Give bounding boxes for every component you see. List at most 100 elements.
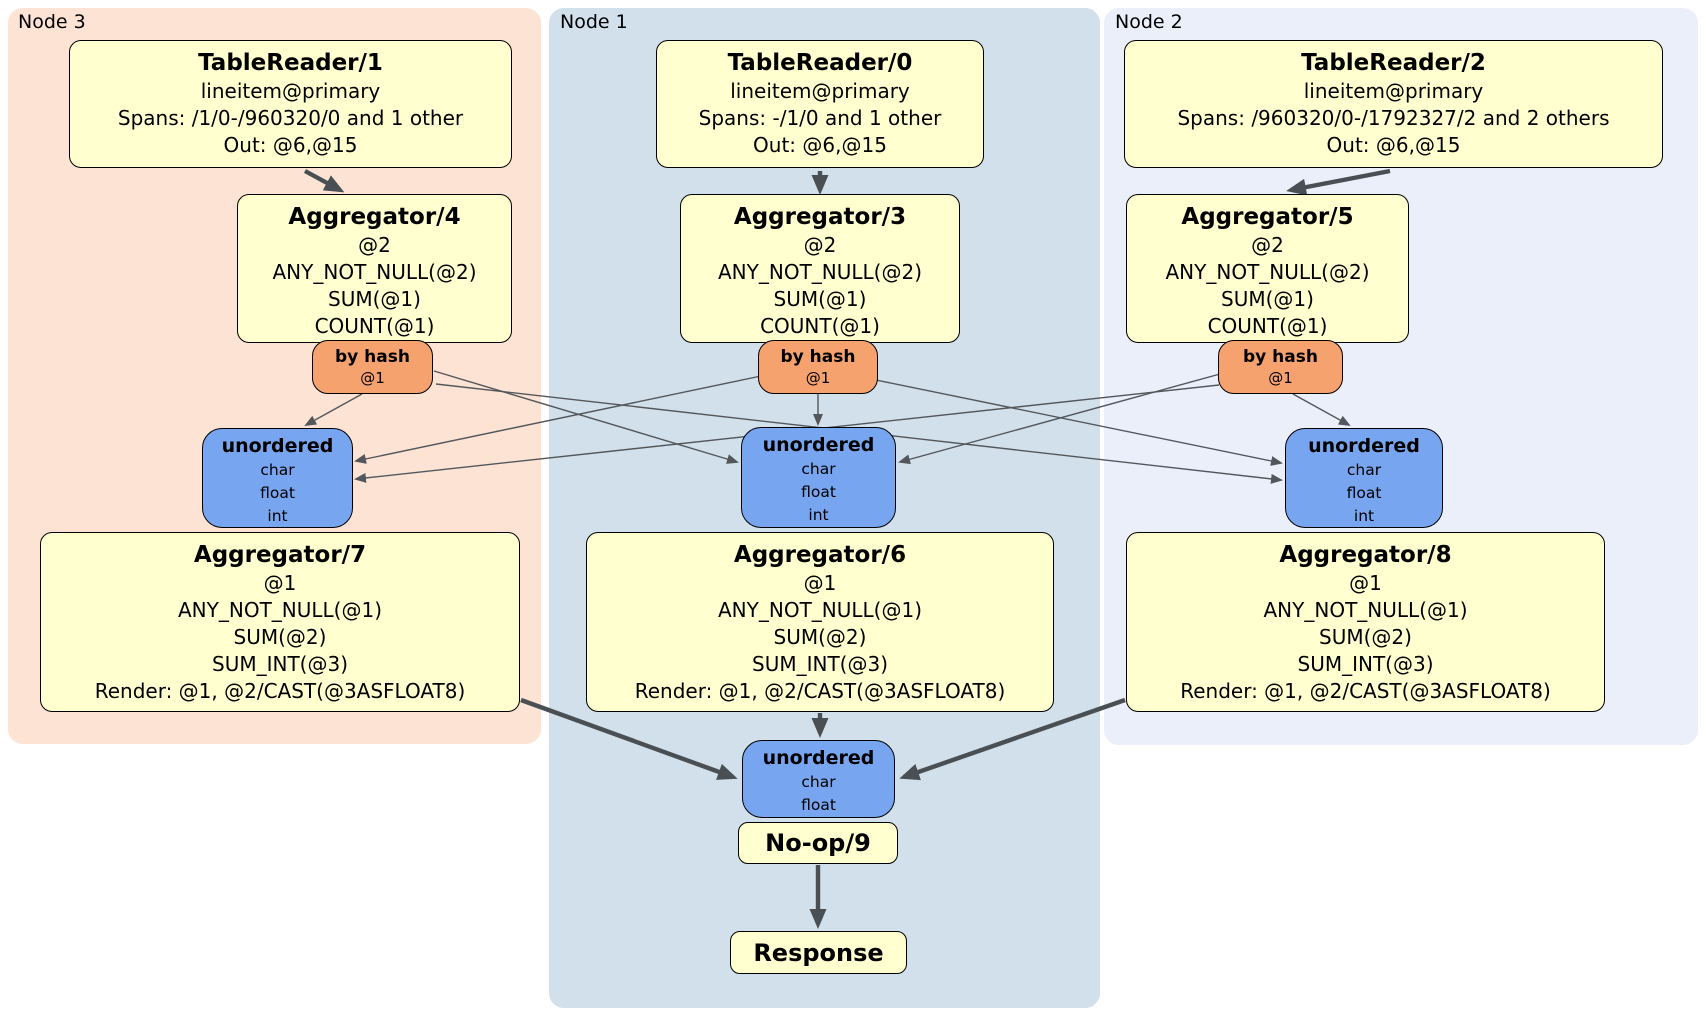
node-title: Aggregator/8 [1279, 542, 1452, 568]
sync-detail: float [801, 483, 836, 501]
router-by-hash-node2: by hash @1 [1218, 340, 1343, 394]
node-aggregator-8: Aggregator/8 @1 ANY_NOT_NULL(@1) SUM(@2)… [1126, 532, 1605, 712]
sync-detail: char [260, 461, 295, 479]
node-detail: COUNT(@1) [1207, 314, 1328, 338]
node-detail: ANY_NOT_NULL(@1) [178, 598, 382, 622]
node-detail: ANY_NOT_NULL(@2) [718, 260, 922, 284]
edge-agg8-unfinal [899, 697, 1126, 781]
node-detail: ANY_NOT_NULL(@2) [272, 260, 477, 284]
node-response: Response [730, 931, 907, 974]
edge-tr2-agg5 [1286, 168, 1391, 196]
edge-byhash1-un3 [354, 375, 762, 464]
node-detail: SUM_INT(@3) [752, 652, 888, 676]
sync-unordered-node3: unordered char float int [202, 428, 353, 528]
sync-detail: char [801, 460, 836, 478]
node-detail: SUM_INT(@3) [1297, 652, 1434, 676]
node-detail: SUM_INT(@3) [212, 652, 348, 676]
node-detail: Render: @1, @2/CAST(@3ASFLOAT8) [94, 679, 466, 703]
node-detail: Spans: /960320/0-/1792327/2 and 2 others [1177, 106, 1610, 130]
sync-detail: int [1353, 507, 1375, 525]
node-detail: lineitem@primary [730, 79, 910, 103]
sync-detail: char [801, 773, 836, 791]
edge-byhash2-un1 [898, 373, 1221, 465]
node-title: TableReader/2 [1301, 50, 1486, 76]
node-detail: Spans: -/1/0 and 1 other [698, 106, 942, 130]
edge-byhash2-un2 [1292, 393, 1351, 426]
node3-label: Node 3 [18, 11, 86, 33]
node-title: Aggregator/5 [1181, 204, 1354, 230]
edge-agg7-unfinal [520, 697, 738, 780]
sync-detail: int [808, 506, 829, 524]
node-title: Aggregator/4 [288, 204, 461, 230]
node-detail: SUM(@1) [773, 287, 867, 311]
sync-detail: float [260, 484, 295, 502]
node-noop-9: No-op/9 [738, 822, 898, 864]
node-detail: Out: @6,@15 [1326, 133, 1461, 157]
edge-tr1-agg4 [303, 169, 345, 193]
node-detail: SUM(@1) [1221, 287, 1314, 311]
node-title: TableReader/1 [198, 50, 383, 76]
node2-label: Node 2 [1115, 11, 1183, 33]
node-detail: COUNT(@1) [314, 314, 435, 338]
node-detail: ANY_NOT_NULL(@2) [1165, 260, 1370, 284]
sync-unordered-final: unordered char float [742, 740, 895, 818]
node-detail: SUM(@2) [233, 625, 327, 649]
edge-byhash3-un1 [433, 370, 739, 464]
router-by-hash-node1: by hash @1 [758, 340, 878, 394]
node-aggregator-4: Aggregator/4 @2 ANY_NOT_NULL(@2) SUM(@1)… [237, 194, 512, 343]
sync-detail: int [267, 507, 288, 525]
node-detail: SUM(@2) [773, 625, 867, 649]
sync-title: unordered [762, 434, 875, 456]
node-aggregator-7: Aggregator/7 @1 ANY_NOT_NULL(@1) SUM(@2)… [40, 532, 520, 712]
node1-label: Node 1 [560, 11, 628, 33]
node-tablereader-1: TableReader/1 lineitem@primary Spans: /1… [69, 40, 512, 168]
node-title: Aggregator/3 [733, 204, 907, 230]
node-detail: Spans: /1/0-/960320/0 and 1 other [117, 106, 464, 130]
router-title: by hash [1243, 347, 1318, 367]
node-detail: @2 [1251, 233, 1284, 257]
router-detail: @1 [1268, 369, 1293, 387]
sync-detail: float [801, 796, 836, 814]
node-detail: Render: @1, @2/CAST(@3ASFLOAT8) [634, 679, 1006, 703]
node-detail: @1 [263, 571, 297, 595]
router-detail: @1 [360, 369, 385, 387]
node-aggregator-3: Aggregator/3 @2 ANY_NOT_NULL(@2) SUM(@1)… [680, 194, 960, 343]
node-detail: @2 [358, 233, 391, 257]
node-tablereader-2: TableReader/2 lineitem@primary Spans: /9… [1124, 40, 1663, 168]
node-detail: SUM(@1) [328, 287, 421, 311]
node-tablereader-0: TableReader/0 lineitem@primary Spans: -/… [656, 40, 984, 168]
edge-byhash1-un2 [875, 379, 1283, 466]
node-detail: SUM(@2) [1319, 625, 1412, 649]
sync-detail: char [1346, 461, 1382, 479]
sync-unordered-node1: unordered char float int [741, 427, 896, 528]
sync-title: unordered [1308, 435, 1420, 457]
node-title: No-op/9 [765, 829, 871, 857]
router-by-hash-node3: by hash @1 [312, 340, 433, 394]
node-detail: Out: @6,@15 [223, 133, 358, 157]
router-title: by hash [780, 347, 856, 367]
node-title: Aggregator/6 [733, 542, 907, 568]
node-detail: @1 [1349, 571, 1382, 595]
edge-byhash3-un3 [304, 393, 363, 426]
node-detail: ANY_NOT_NULL(@1) [718, 598, 922, 622]
sync-title: unordered [762, 747, 875, 769]
node-detail: @1 [803, 571, 837, 595]
node-title: TableReader/0 [727, 50, 913, 76]
sync-detail: float [1346, 484, 1382, 502]
sync-title: unordered [221, 435, 334, 457]
node-detail: lineitem@primary [1303, 79, 1484, 103]
node-title: Response [753, 938, 884, 967]
node-aggregator-6: Aggregator/6 @1 ANY_NOT_NULL(@1) SUM(@2)… [586, 532, 1054, 712]
node-detail: COUNT(@1) [760, 314, 880, 338]
node-detail: ANY_NOT_NULL(@1) [1263, 598, 1468, 622]
node-title: Aggregator/7 [193, 542, 367, 568]
node-detail: lineitem@primary [200, 79, 381, 103]
router-title: by hash [335, 347, 410, 367]
node-detail: @2 [803, 233, 837, 257]
router-detail: @1 [805, 369, 831, 387]
sync-unordered-node2: unordered char float int [1285, 428, 1443, 528]
node-aggregator-5: Aggregator/5 @2 ANY_NOT_NULL(@2) SUM(@1)… [1126, 194, 1409, 343]
node-detail: Out: @6,@15 [753, 133, 887, 157]
